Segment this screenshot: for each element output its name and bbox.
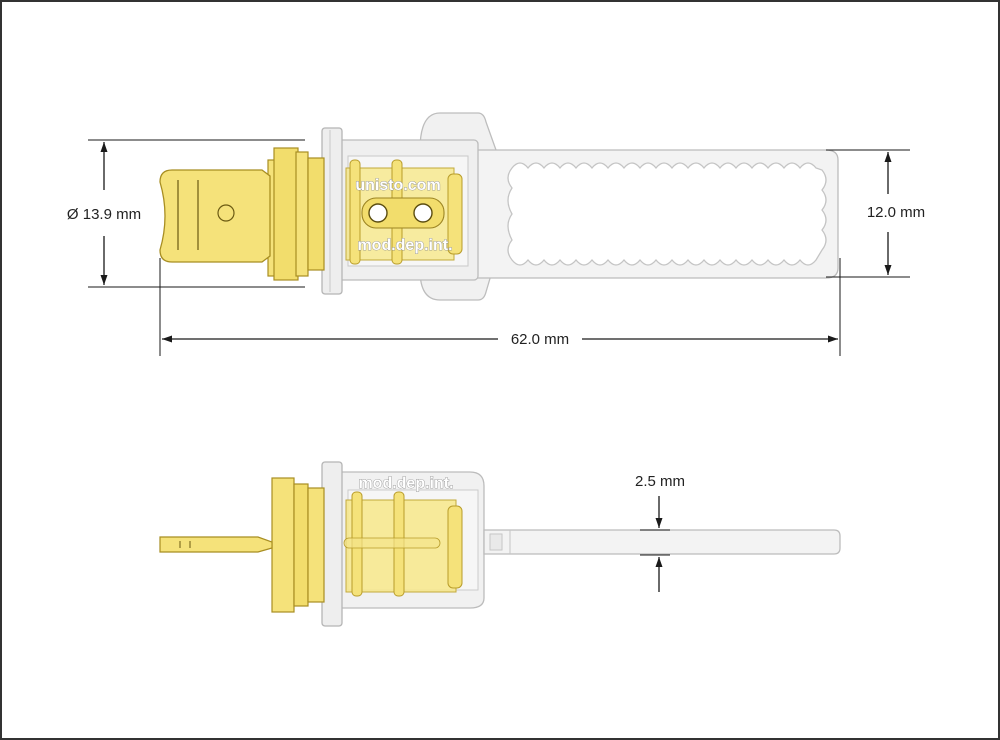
side-plastic-flange — [321, 461, 343, 627]
dimension-height: 12.0 mm — [826, 149, 925, 278]
side-blade — [159, 536, 273, 553]
blade-hole — [217, 204, 235, 222]
brass-band-3 — [447, 173, 463, 255]
dimension-height-label: 12.0 mm — [867, 204, 925, 221]
watermark-site: unisto.com — [355, 177, 440, 194]
side-brass-ring-1 — [271, 477, 295, 613]
side-watermark-model: mod.dep.int. — [358, 475, 453, 492]
side-pin — [343, 537, 441, 549]
brass-band-1 — [349, 159, 361, 265]
side-strap — [483, 529, 841, 555]
side-brass-ring-2 — [293, 483, 309, 607]
strap-window — [507, 162, 827, 266]
watermark-model: mod.dep.int. — [357, 237, 452, 254]
dimension-length: 62.0 mm — [159, 258, 841, 356]
plastic-flange — [321, 127, 343, 295]
top-view: unisto.com mod.dep.int. — [159, 112, 839, 301]
plug-blade — [159, 169, 271, 263]
brass-ring-3 — [307, 157, 325, 271]
dimension-thickness: 2.5 mm — [635, 473, 685, 592]
side-view: mod.dep.int. — [159, 461, 841, 627]
dimension-diameter-label: Ø 13.9 mm — [67, 206, 141, 223]
side-brass-band-3 — [447, 505, 463, 589]
brass-ring-1 — [273, 147, 299, 281]
side-strap-lock — [489, 533, 503, 551]
side-brass-ring-3 — [307, 487, 325, 603]
brass-ring-2 — [295, 151, 309, 277]
dimension-thickness-label: 2.5 mm — [635, 473, 685, 490]
dimension-diameter: Ø 13.9 mm — [67, 139, 305, 288]
dimension-length-label: 62.0 mm — [511, 331, 569, 348]
seal-holes — [361, 197, 445, 229]
